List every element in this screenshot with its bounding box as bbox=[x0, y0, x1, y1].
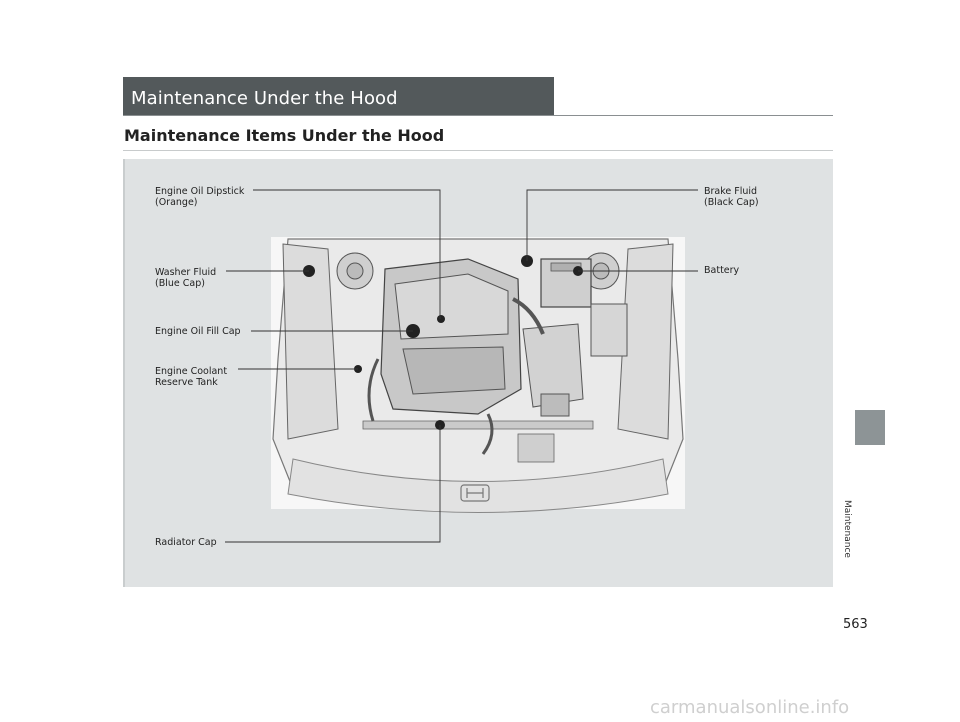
engine-bay-illustration bbox=[225, 189, 698, 543]
sub-heading-rule bbox=[123, 150, 833, 151]
callout-battery: Battery bbox=[704, 265, 740, 276]
callout-brake-fluid: Brake Fluid (Black Cap) bbox=[704, 186, 759, 208]
watermark: carmanualsonline.info bbox=[650, 697, 850, 718]
callout-engine-oil-dipstick: Engine Oil Dipstick (Orange) bbox=[155, 186, 245, 208]
callout-radiator-cap: Radiator Cap bbox=[155, 537, 217, 548]
section-title: Maintenance Under the Hood bbox=[131, 88, 398, 109]
callout-engine-oil-fill-cap: Engine Oil Fill Cap bbox=[155, 326, 241, 337]
page-number: 563 bbox=[843, 617, 868, 632]
chapter-tab bbox=[855, 410, 885, 445]
callout-engine-coolant: Engine Coolant Reserve Tank bbox=[155, 366, 228, 388]
header-rule bbox=[123, 115, 833, 116]
callout-washer-fluid: Washer Fluid (Blue Cap) bbox=[155, 267, 217, 289]
chapter-label: Maintenance bbox=[842, 500, 852, 558]
sub-heading: Maintenance Items Under the Hood bbox=[124, 126, 445, 145]
engine-bay-figure: Engine Oil Dipstick (Orange) Washer Flui… bbox=[123, 159, 833, 587]
section-banner bbox=[123, 77, 554, 116]
figure-left-edge bbox=[123, 159, 125, 587]
